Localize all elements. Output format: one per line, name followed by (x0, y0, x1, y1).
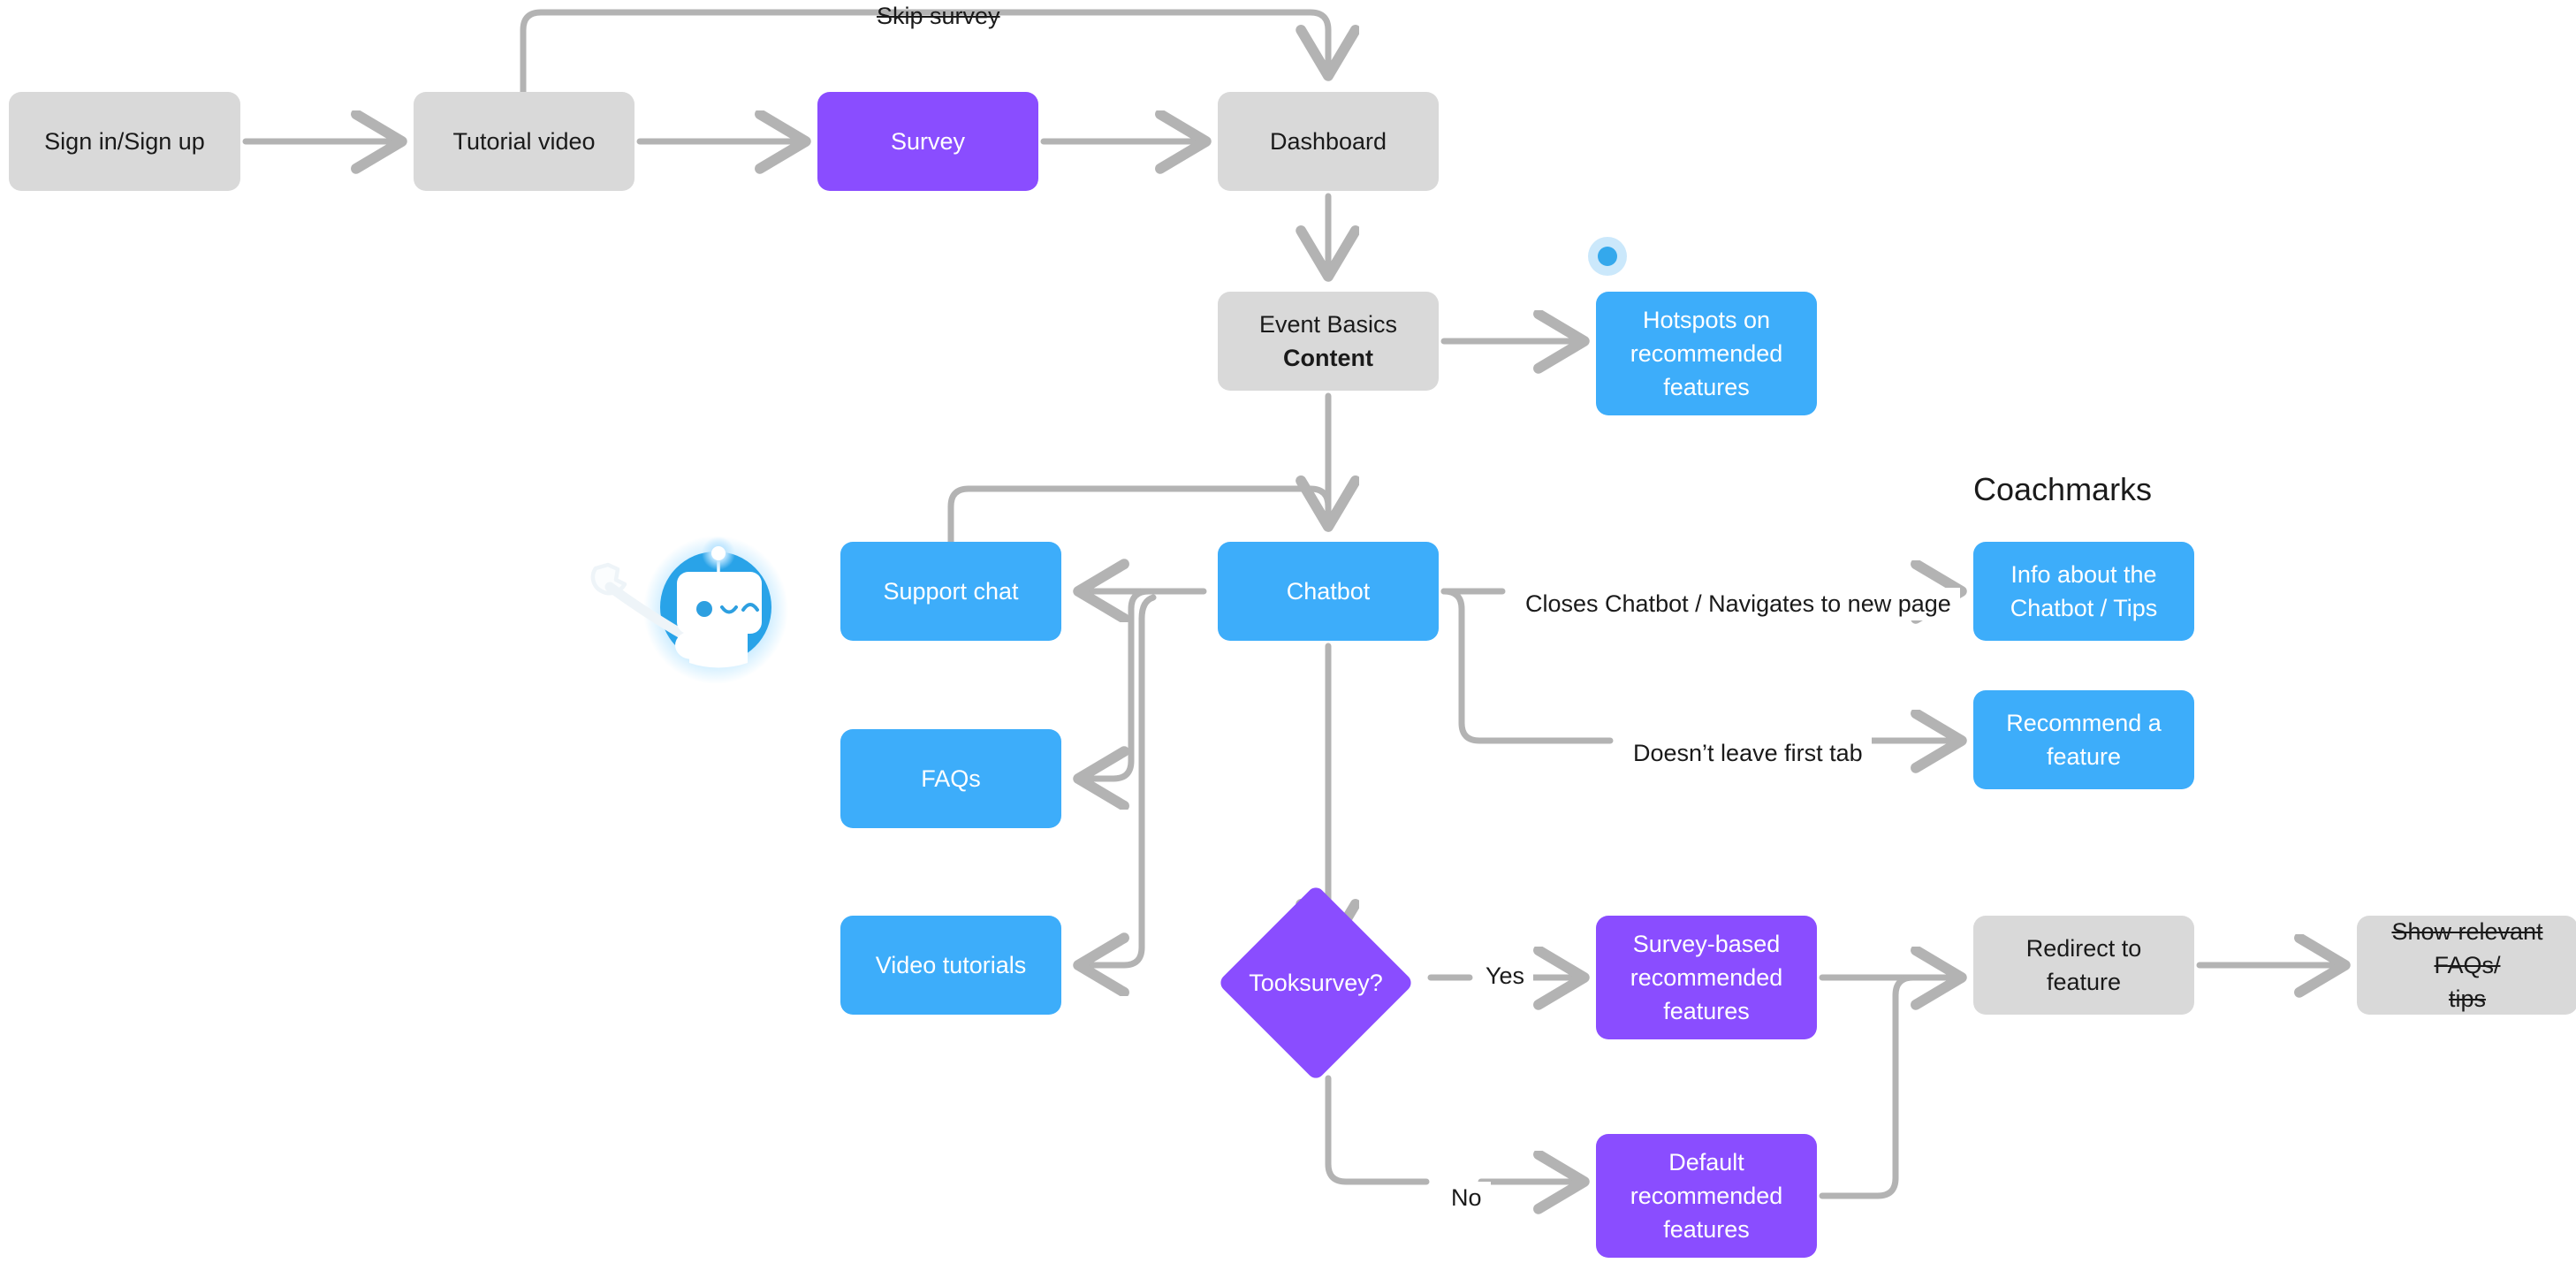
edge-chatbot-to-faqs (1081, 588, 1152, 779)
robot-wink-eye (741, 603, 759, 612)
node-dashboard[interactable]: Dashboard (1218, 92, 1439, 191)
node-label-line: feature (2046, 743, 2122, 770)
node-label: Video tutorials (853, 948, 1049, 982)
node-video-tutorials[interactable]: Video tutorials (840, 916, 1061, 1015)
node-label: Chatbot (1230, 574, 1426, 608)
node-label: Recommend a feature (1986, 706, 2182, 774)
node-label: Hotspots on recommended features (1608, 303, 1805, 405)
robot-hand (675, 631, 709, 659)
node-label-line: Sign in/Sign up (44, 127, 205, 155)
node-label-line: FAQs (921, 765, 981, 792)
node-label-line: Content (1283, 345, 1373, 371)
node-label-line: Default (1668, 1148, 1744, 1176)
node-label-line: Redirect to feature (2025, 934, 2142, 995)
edge-label-closes-chatbot: Closes Chatbot / Navigates to new page (1516, 588, 1960, 621)
node-support-chat[interactable]: Support chat (840, 542, 1061, 641)
edge-label-doesnt-leave-tab: Doesn’t leave first tab (1624, 737, 1872, 771)
node-label: FAQs (853, 762, 1049, 795)
node-label: Dashboard (1230, 125, 1426, 158)
hotspot-indicator-dot[interactable] (1588, 237, 1627, 276)
node-label-line: features (1663, 374, 1750, 401)
node-faqs[interactable]: FAQs (840, 729, 1061, 828)
edge-label-yes: Yes (1477, 960, 1534, 993)
node-label-line: tips (2448, 985, 2487, 1013)
chatbot-robot-avatar (574, 521, 795, 689)
edge-label-skip-survey: Skip survey (877, 3, 1000, 29)
coachmarks-title: Coachmarks (1973, 471, 2153, 507)
node-label: Sign in/Sign up (21, 125, 228, 158)
node-label-line: Chatbot (1286, 577, 1371, 605)
node-label-line: Event Basics (1258, 310, 1398, 338)
node-redirect-to-feature[interactable]: Redirect to feature (1973, 916, 2194, 1015)
decision-label-line: survey? (1299, 969, 1383, 996)
node-label-line: recommended (1630, 1182, 1783, 1209)
node-label: Default recommended features (1608, 1145, 1805, 1247)
node-label-line: Survey (890, 127, 966, 155)
node-label-line: Tutorial video (452, 127, 596, 155)
node-label-line: features (1663, 998, 1750, 1025)
node-label-line: Chatbot / Tips (2010, 595, 2158, 621)
node-chatbot[interactable]: Chatbot (1218, 542, 1439, 641)
edge-supportchat-loop-to-chatbot (947, 489, 1328, 545)
node-show-relevant-faqs-tips[interactable]: Show relevant FAQs/tips (2357, 916, 2576, 1015)
node-label-line: Dashboard (1269, 127, 1387, 155)
edge-label-no: No (1442, 1182, 1491, 1215)
node-label: Support chat (853, 574, 1049, 608)
node-default-recommended[interactable]: Default recommended features (1596, 1134, 1817, 1258)
node-label-line: Video tutorials (875, 951, 1027, 978)
node-label: Survey-based recommended features (1608, 927, 1805, 1029)
robot-smile (720, 605, 738, 614)
edge-chatbot-to-video-tutorials (1081, 594, 1157, 965)
node-label-line: Support chat (883, 577, 1019, 605)
hotspot-core-dot (1598, 247, 1617, 266)
robot-antenna-bulb (711, 546, 726, 560)
robot-left-eye (696, 601, 712, 617)
node-label-line: recommended (1630, 963, 1783, 991)
node-label-line: Show relevant FAQs/ (2391, 917, 2543, 978)
node-survey-based-recommended[interactable]: Survey-based recommended features (1596, 916, 1817, 1039)
decision-label-line: Took (1249, 969, 1300, 996)
node-label-line: features (1663, 1216, 1750, 1244)
node-label: Show relevant FAQs/tips (2369, 915, 2565, 1016)
node-label-line: Recommend a (2006, 709, 2162, 736)
node-hotspots-recommended[interactable]: Hotspots on recommended features (1596, 292, 1817, 415)
node-label: Tutorial video (426, 125, 622, 158)
edge-default-to-redirect (1819, 974, 1963, 1199)
node-sign-in-sign-up[interactable]: Sign in/Sign up (9, 92, 240, 191)
node-recommend-a-feature[interactable]: Recommend a feature (1973, 690, 2194, 789)
node-survey[interactable]: Survey (817, 92, 1038, 191)
edge-took-survey-no-left (1325, 1075, 1430, 1185)
wrench-icon (590, 562, 693, 643)
node-label-line: Survey-based (1632, 930, 1781, 957)
robot-head (677, 572, 762, 634)
node-tutorial-video[interactable]: Tutorial video (414, 92, 635, 191)
node-label-line: recommended (1630, 339, 1783, 367)
node-label: Survey (830, 125, 1026, 158)
node-label-line: Info about the (2010, 560, 2157, 588)
node-label-line: Hotspots on (1642, 306, 1771, 333)
chatbot-robot-avatar-svg (590, 536, 788, 684)
node-label: Redirect to feature (1986, 932, 2182, 1000)
